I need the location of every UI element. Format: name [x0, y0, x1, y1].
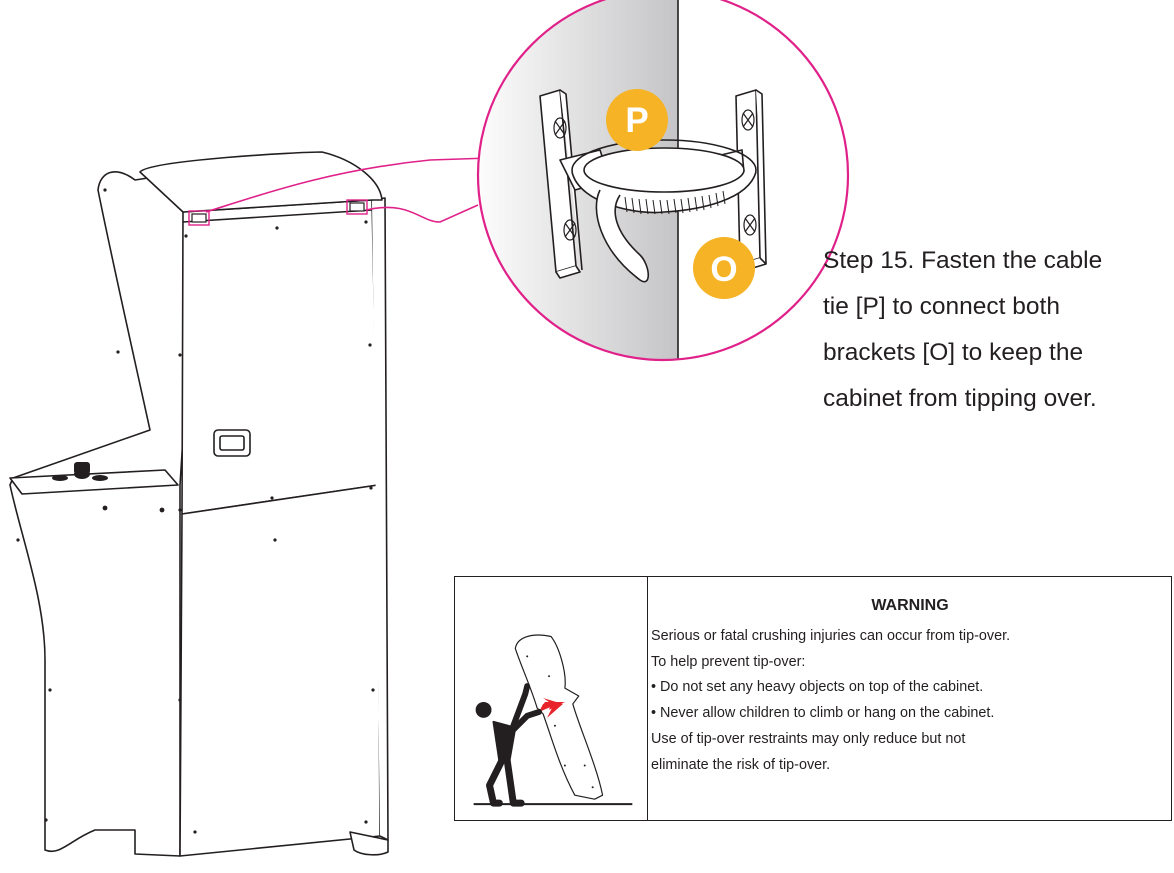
badge-o-label: O [710, 250, 737, 289]
step-line-2: tie [P] to connect both [823, 293, 1060, 320]
warning-box: WARNING Serious or fatal crushing injuri… [454, 576, 1172, 821]
tip-over-person-icon [473, 634, 633, 807]
step-instruction: Step 15. Fasten the cable tie [P] to con… [823, 238, 1168, 422]
cabinet-side-panel [9, 169, 201, 857]
control-deck [9, 469, 179, 495]
step-line-4: cabinet from tipping over. [823, 385, 1097, 412]
warning-line: • Do not set any heavy objects on top of… [651, 679, 984, 696]
warning-line: eliminate the risk of tip-over. [651, 756, 831, 773]
cabinet-back-lower [179, 484, 381, 857]
cable-tie-icon [571, 139, 757, 283]
warning-line: Use of tip-over restraints may only redu… [651, 730, 966, 747]
badge-p: P [606, 89, 668, 151]
leader-line-top [205, 157, 491, 213]
detail-callout: P O [476, 0, 850, 362]
warning-title: WARNING [871, 597, 949, 614]
warning-line: Serious or fatal crushing injuries can o… [651, 628, 1011, 644]
step-line-3: brackets [O] to keep the [823, 339, 1084, 366]
badge-o: O [693, 237, 755, 299]
warning-divider [647, 577, 648, 820]
cabinet-handle [213, 429, 251, 457]
warning-text: Serious or fatal crushing injuries can o… [651, 624, 1171, 778]
arcade-cabinet-illustration [9, 151, 389, 857]
cabinet-top [139, 151, 383, 213]
badge-p-label: P [625, 101, 648, 140]
warning-line: • Never allow children to climb or hang … [651, 705, 995, 722]
callout-ring [476, 0, 850, 362]
leader-line-bottom [365, 204, 479, 223]
step-line-1: Step 15. Fasten the cable [823, 247, 1103, 274]
warning-line: To help prevent tip-over: [651, 653, 806, 670]
cabinet-back-upper [181, 199, 379, 515]
